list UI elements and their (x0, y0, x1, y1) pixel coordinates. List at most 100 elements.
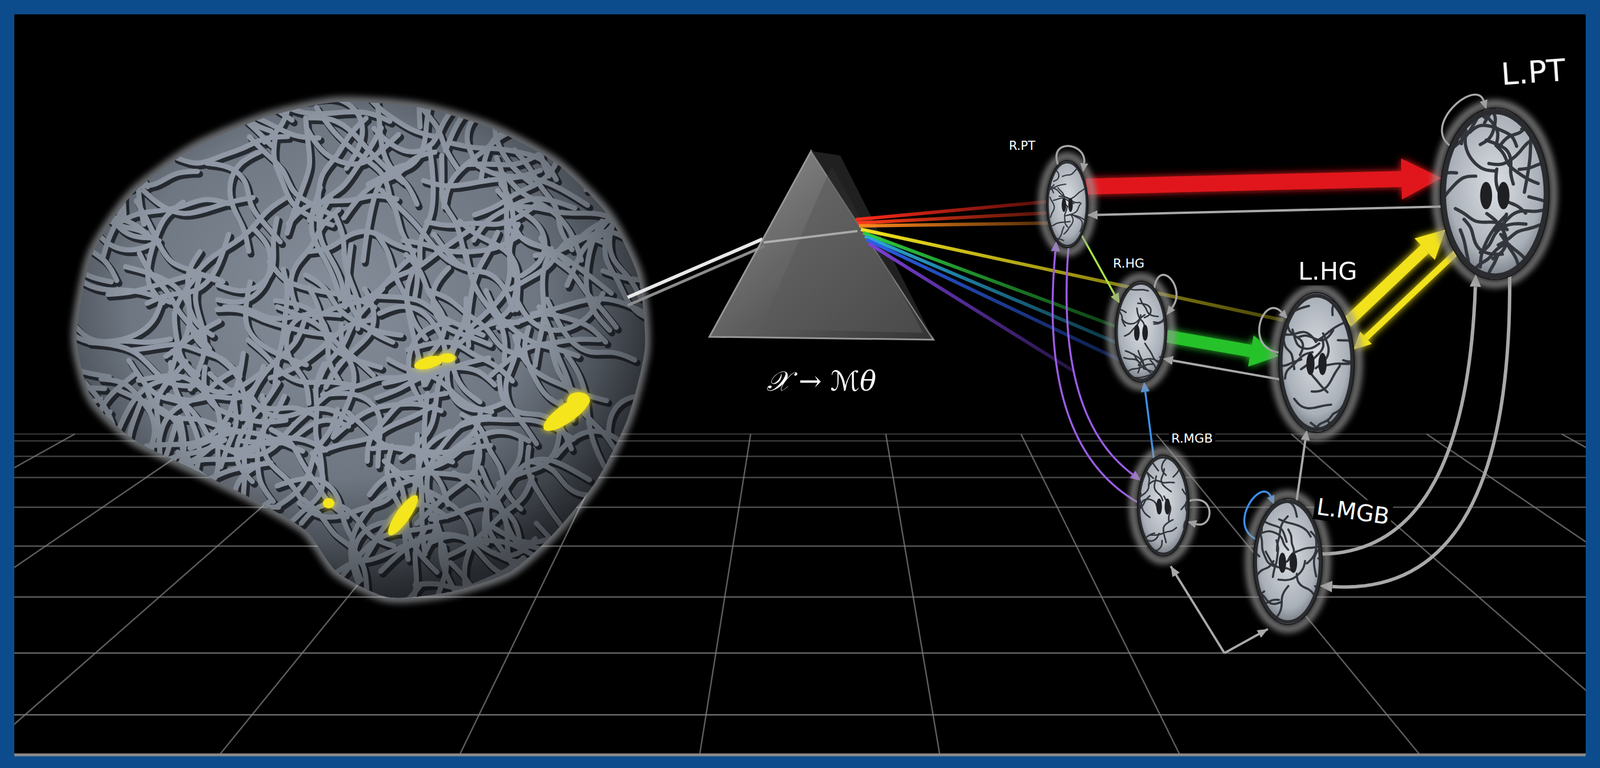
gyrus-ridge (63, 388, 99, 493)
mri-sulcus (1160, 468, 1171, 492)
gyrus-ridge (472, 6, 520, 98)
mri-sulcus (1463, 218, 1503, 254)
mri-slice (1278, 292, 1355, 433)
activation-blobs (322, 353, 594, 540)
mri-ventricle (1306, 352, 1315, 375)
gyrus-shadow (12, 81, 109, 134)
mri-sulcus (1115, 521, 1141, 528)
gyrus-shadow (557, 561, 576, 676)
gyrus-shadow (0, 50, 76, 113)
mri-ventricle (1142, 324, 1148, 341)
gyrus-ridge (69, 458, 100, 566)
floor-edge (14, 753, 1586, 757)
mri-sulcus (1343, 344, 1377, 362)
gyrus-shadow (633, 450, 661, 563)
node-fill (1137, 455, 1189, 556)
gyrus-ridge (34, 495, 138, 534)
gyrus-shadow (652, 485, 735, 559)
region-node: L.MGB (1253, 498, 1323, 625)
gyrus-ridge (74, 561, 171, 608)
mri-rim (1047, 162, 1087, 246)
gyrus-ridge (269, 557, 325, 648)
gyrus-ridge (140, 533, 171, 648)
brain-glow (76, 101, 646, 598)
mri-slice (1046, 160, 1088, 248)
mri-sulcus (1424, 97, 1472, 121)
mri-sulcus (1495, 169, 1526, 214)
brain-render (0, 0, 756, 696)
gyrus-ridge (70, 521, 171, 567)
mri-sulcus (1328, 424, 1342, 461)
mri-sulcus (1150, 527, 1177, 536)
activation-blob (439, 353, 456, 363)
mri-sulcus (1140, 298, 1159, 317)
node-outline (1115, 281, 1167, 382)
gyrus-shadow (628, 392, 661, 501)
gyrus-shadow (100, 414, 118, 526)
gyrus-shadow (290, 0, 312, 102)
gyrus-shadow (33, 421, 75, 523)
gyrus-shadow (359, 596, 461, 629)
gyrus-shadow (124, 577, 230, 602)
gyrus-ridge (551, 78, 644, 123)
connection-arrow (1097, 206, 1442, 215)
mri-slice (1115, 281, 1167, 382)
gyrus-shadow (81, 128, 178, 163)
model-formula: 𝒳 → ℳθ (766, 364, 877, 398)
spectrum-ray (864, 236, 1118, 343)
gyrus-shadow (68, 599, 105, 696)
mri-sulcus (1396, 247, 1446, 274)
mri-ventricle (1164, 498, 1171, 515)
mri-ventricle (1068, 197, 1073, 212)
region-node: L.HG (1278, 292, 1355, 433)
gyrus-ridge (180, 475, 202, 584)
mri-sulcus (1081, 156, 1090, 173)
mri-sulcus (1294, 398, 1332, 409)
gyrus-shadow (160, 507, 259, 576)
mri-sulcus (1339, 352, 1377, 365)
mri-sulcus (1519, 163, 1577, 170)
node-outline (1046, 160, 1088, 248)
gyrus-shadow (173, 503, 224, 604)
gyrus-shadow (571, 541, 631, 633)
node-outline (1137, 455, 1189, 556)
connection-arrow (1172, 360, 1280, 379)
gyrus-shadow (37, 497, 140, 537)
mri-sulcus (1524, 133, 1532, 193)
mri-ventricle (1479, 181, 1492, 210)
gyrus-shadow (553, 81, 646, 126)
gyrus-ridge (158, 504, 257, 573)
mri-sulcus (1076, 245, 1080, 269)
mri-sulcus (1406, 172, 1457, 198)
gyrus-ridge (548, 579, 627, 662)
gyrus-shadow (137, 564, 249, 586)
gyrus-shadow (171, 516, 259, 561)
input-arrow (1170, 565, 1225, 653)
mri-rim (1255, 500, 1321, 622)
gyrus-ridge (357, 593, 458, 626)
mri-texture (1392, 82, 1581, 313)
node-fill (1046, 160, 1088, 248)
gyrus-shadow (0, 528, 75, 569)
gyrus-shadow (117, 490, 169, 587)
mri-slice (1253, 498, 1323, 625)
mri-sulcus (1399, 82, 1448, 109)
gyrus-shadow (474, 9, 522, 101)
mri-sulcus (1140, 499, 1157, 509)
gyrus-shadow (64, 87, 123, 190)
node-outline (1253, 498, 1323, 625)
mri-sulcus (1172, 453, 1187, 477)
gyrus-shadow (14, 603, 93, 689)
gyrus-ridge (1, 422, 95, 477)
gyrus-shadow (200, 503, 274, 594)
gyrus-shadow (46, 98, 160, 115)
gyrus-ridge (171, 500, 222, 601)
node-fill (1115, 281, 1167, 382)
mri-sulcus (1141, 380, 1162, 397)
gyrus-shadow (116, 457, 175, 556)
gyrus-shadow (59, 509, 137, 596)
mri-ventricle (1061, 197, 1067, 212)
grid-line (14, 596, 1586, 598)
